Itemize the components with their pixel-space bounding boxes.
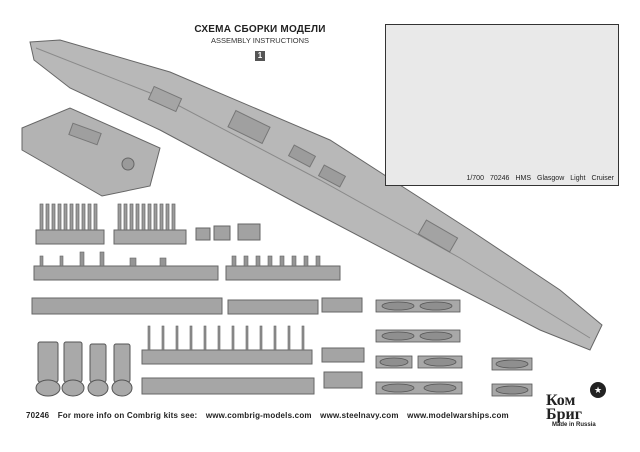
photo-etch-panel: 1/700 70246 HMS Glasgow Light Cruiser — [385, 24, 619, 186]
logo-line2: Бриг — [546, 406, 582, 423]
footer: 70246 For more info on Combrig kits see:… — [26, 411, 546, 423]
sprue-row-e — [321, 297, 363, 313]
funnel-base-1 — [287, 144, 317, 168]
deck-piece-hole — [121, 157, 135, 171]
made-in-russia: Made in Russia — [552, 422, 596, 428]
sprue-row-h — [321, 347, 365, 363]
hull-deck-line — [35, 47, 591, 339]
footer-text: For more info on Combrig kits see: — [57, 411, 198, 420]
logo-wordmark: Ком Бриг — [546, 392, 582, 423]
sprue-row-d — [227, 299, 319, 315]
sprue-row-g — [141, 377, 315, 395]
pe-prefix: HMS — [515, 175, 532, 182]
photo-etch-caption: 1/700 70246 HMS Glasgow Light Cruiser — [386, 175, 614, 182]
deck-piece-detail — [68, 122, 102, 146]
pe-ship: Glasgow — [537, 175, 565, 182]
star-icon: ★ — [590, 382, 606, 398]
pe-scale: 1/700 — [466, 175, 484, 182]
title-block: СХЕМА СБОРКИ МОДЕЛИ ASSEMBLY INSTRUCTION… — [190, 24, 330, 63]
title-russian: СХЕМА СБОРКИ МОДЕЛИ — [194, 24, 326, 35]
deck-piece — [21, 107, 161, 197]
sprue-row-f — [141, 349, 313, 365]
sprue-row-c — [31, 297, 223, 315]
step-number: 1 — [255, 51, 265, 61]
funnels — [35, 341, 133, 397]
aft-deckhouse — [417, 219, 459, 253]
mast-sprue-1 — [35, 203, 105, 245]
boats — [375, 299, 533, 397]
sprue-row-b — [225, 265, 341, 281]
ship-hull — [29, 39, 603, 351]
superstructure-bridge — [227, 109, 271, 145]
pe-type1: Light — [570, 175, 586, 182]
footer-link-combrig[interactable]: www.combrig-models.com — [205, 411, 312, 420]
sprue-row-i — [323, 371, 363, 389]
mast-sprue-2 — [113, 203, 187, 245]
footer-code: 70246 — [26, 411, 50, 420]
funnel-base-2 — [317, 164, 347, 188]
sprue-row-a — [33, 265, 219, 281]
superstructure-forward — [147, 85, 183, 113]
footer-link-steelnavy[interactable]: www.steelnavy.com — [320, 411, 399, 420]
logo-line1: Ком — [546, 392, 576, 409]
pe-code: 70246 — [489, 175, 510, 182]
title-english: ASSEMBLY INSTRUCTIONS — [210, 36, 310, 45]
footer-link-modelwarships[interactable]: www.modelwarships.com — [407, 411, 509, 420]
small-parts-top — [195, 223, 261, 241]
combrig-logo: ★ Ком Бриг Made in Russia — [546, 382, 610, 430]
pe-type2: Cruiser — [591, 175, 614, 182]
